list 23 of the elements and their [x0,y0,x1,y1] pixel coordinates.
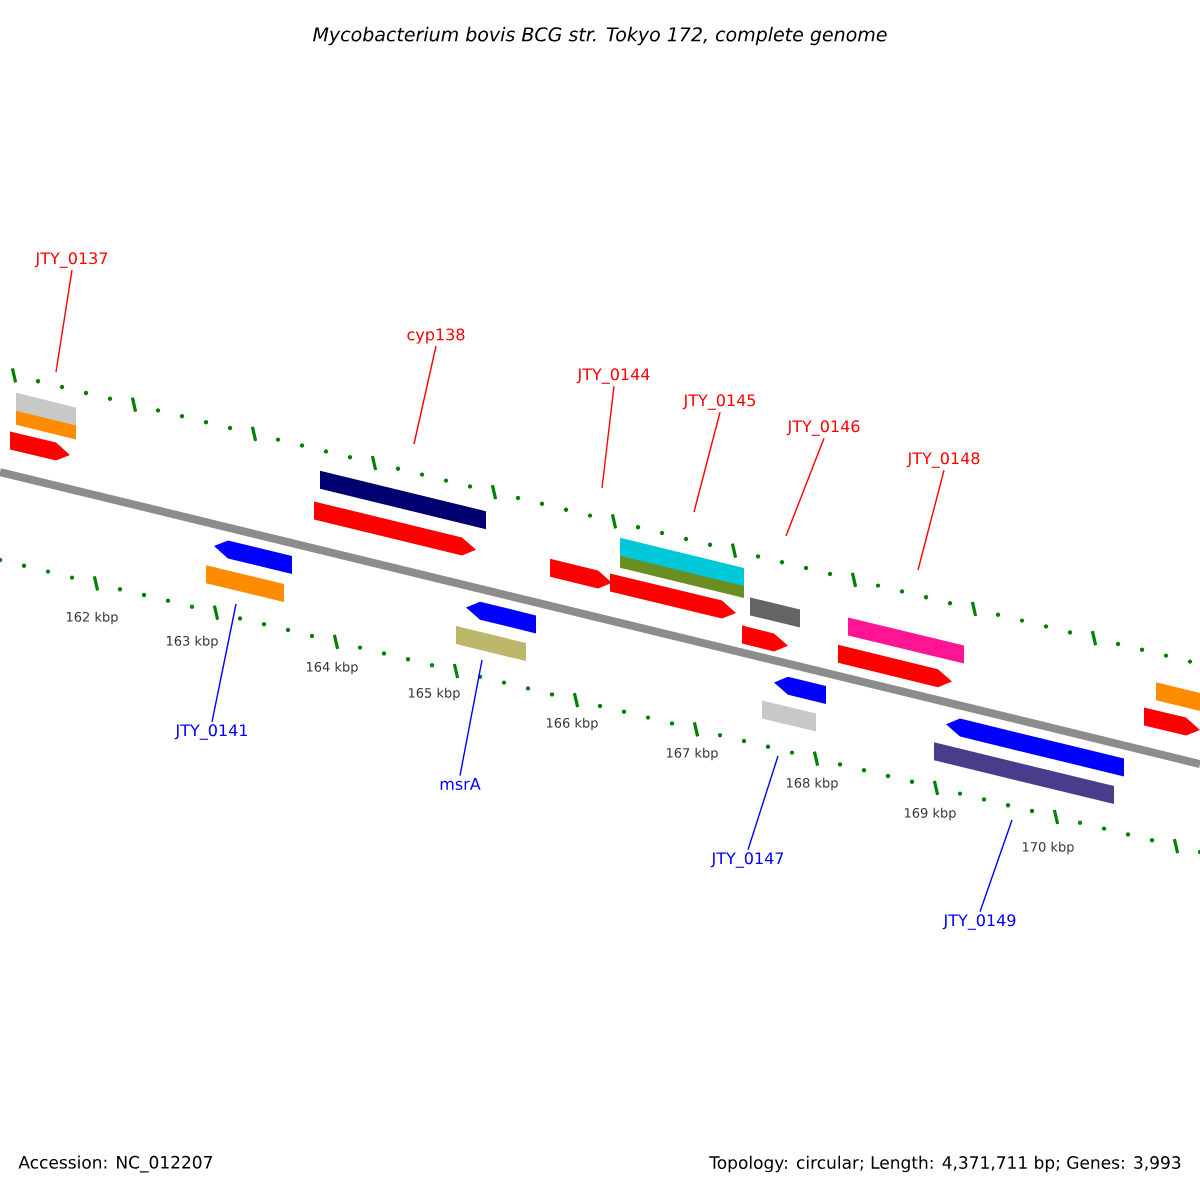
gene-label: JTY_0144 [576,368,650,384]
gene-label: JTY_0141 [174,724,247,740]
gene-label: JTY_0147 [710,852,784,868]
leader-line [917,469,945,571]
leader-line [785,437,825,537]
leader-line [459,659,483,777]
leader-line [55,269,73,373]
gene-label: JTY_0145 [682,394,756,410]
leader-line [601,385,615,489]
accession-label: Accession: NC_012207 [18,1155,212,1173]
leader-line [693,411,721,513]
gene-label: cyp138 [407,328,465,344]
title: Mycobacterium bovis BCG str. Tokyo 172, complete genome [313,26,887,46]
gene-label: JTY_0148 [906,452,980,468]
leader-line [211,603,237,723]
gene-label: JTY_0146 [786,420,860,436]
gene-label: JTY_0149 [942,914,1016,930]
gene-label: msrA [440,778,481,790]
leader-line [747,755,779,851]
leader-line [979,819,1013,913]
gene-label: JTY_0137 [34,252,108,268]
genome-info-label: Topology: circular; Length: 4,371,711 bp; Genes: 3,993 [709,1155,1181,1173]
leader-line [413,345,437,445]
